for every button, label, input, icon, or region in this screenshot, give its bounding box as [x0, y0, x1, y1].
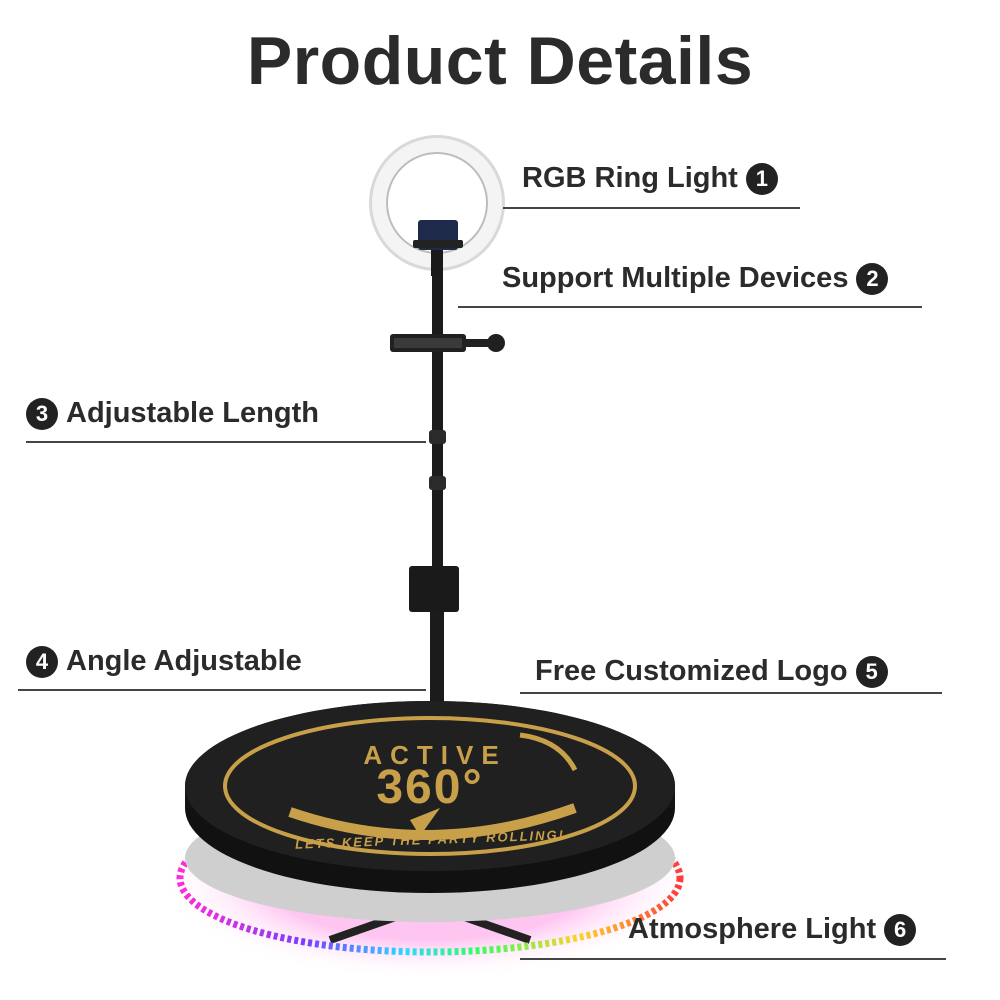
motor-box — [409, 566, 459, 612]
logo-main-text: 360° — [376, 761, 484, 814]
callout-line — [520, 692, 942, 694]
callout-text: Atmosphere Light — [628, 913, 877, 945]
callout-number-badge: 6 — [884, 913, 917, 946]
callout-line — [503, 207, 800, 209]
callout-text: Free Customized Logo — [535, 655, 848, 687]
callout-line — [26, 441, 426, 443]
callout-free-customized-logo: Free Customized Logo 5 — [535, 655, 888, 688]
callout-number-badge: 2 — [856, 262, 889, 295]
callout-line — [520, 958, 946, 960]
telescopic-pole — [409, 276, 459, 708]
callout-number-badge: 1 — [745, 162, 778, 195]
device-clamp — [390, 334, 505, 352]
callout-atmosphere-light: Atmosphere Light 6 — [628, 913, 917, 946]
callout-number-badge: 5 — [855, 655, 888, 688]
callout-angle-adjustable: 4 Angle Adjustable — [26, 645, 302, 678]
callout-line — [18, 689, 426, 691]
ring-light — [369, 135, 505, 276]
callout-adjustable-length: 3 Adjustable Length — [26, 397, 319, 430]
callout-number-badge: 4 — [26, 645, 58, 678]
callout-text: Support Multiple Devices — [502, 262, 849, 294]
callout-support-multiple-devices: Support Multiple Devices 2 — [502, 262, 889, 295]
callout-number-badge: 3 — [26, 397, 58, 430]
callout-line — [458, 306, 922, 308]
page-title: Product Details — [246, 23, 754, 99]
callout-rgb-ring-light: RGB Ring Light 1 — [522, 162, 778, 195]
logo-top-text: ACTIVE — [363, 740, 507, 770]
callout-text: RGB Ring Light — [522, 162, 738, 194]
callout-text: Adjustable Length — [66, 397, 319, 429]
callout-text: Angle Adjustable — [66, 645, 302, 677]
rotating-platform — [185, 701, 675, 893]
